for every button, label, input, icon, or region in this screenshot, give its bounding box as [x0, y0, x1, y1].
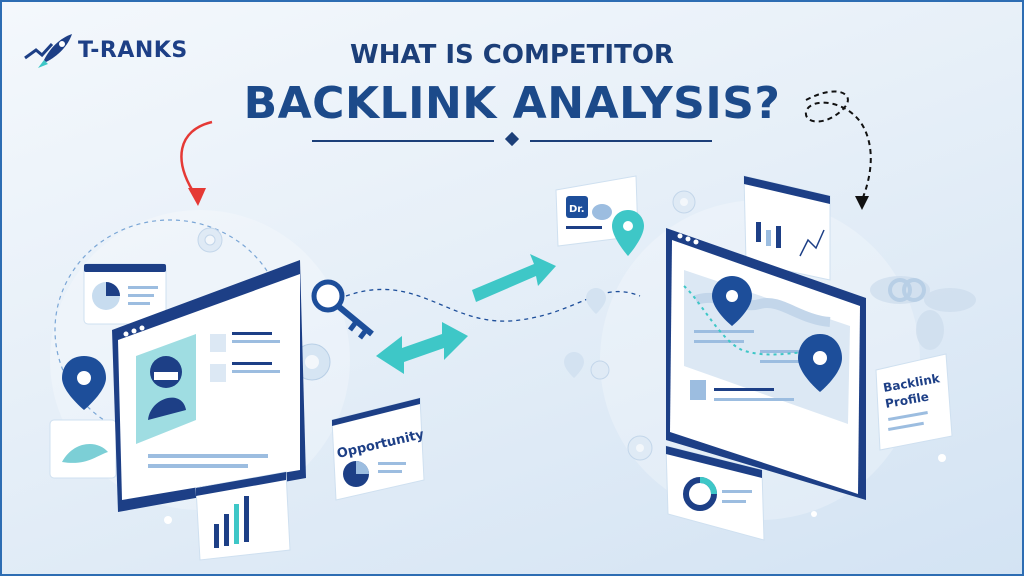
pie-chart-card — [83, 263, 167, 325]
backlink-profile-card: Backlink Profile — [875, 353, 953, 451]
brand-logo[interactable]: T-RANKS — [22, 30, 188, 70]
line-chart-card — [743, 175, 831, 281]
location-pin-icon — [62, 356, 106, 410]
arrow-right-icon — [472, 254, 556, 302]
gear-icon — [197, 227, 223, 253]
donut-chart-card — [665, 445, 765, 541]
title-divider-left — [312, 140, 494, 142]
key-icon — [311, 279, 374, 340]
location-pin-icon — [564, 352, 584, 378]
gear-icon — [672, 190, 696, 214]
badge-label: Dr. — [569, 204, 585, 215]
opportunity-card: Opportunity — [331, 397, 426, 501]
gear-icon — [627, 435, 653, 461]
brand-name: T-RANKS — [78, 37, 188, 63]
link-icon — [888, 278, 926, 302]
image-card — [49, 419, 117, 479]
page-subtitle: WHAT IS COMPETITOR — [350, 40, 674, 70]
title-divider-right — [530, 140, 712, 142]
dashed-loop-arrow-icon — [804, 90, 872, 210]
left-browser-window — [112, 260, 306, 512]
location-pin-icon — [612, 210, 644, 256]
red-arrow-icon — [180, 120, 213, 206]
location-pin-icon — [712, 276, 752, 326]
sparkle-icon — [164, 454, 946, 524]
bar-chart-card — [195, 471, 291, 561]
double-arrow-icon — [376, 322, 468, 374]
page-title: BACKLINK ANALYSIS? — [243, 78, 781, 129]
rocket-icon — [24, 34, 72, 68]
location-pin-icon — [586, 288, 606, 314]
world-map-decoration — [870, 276, 976, 350]
location-pin-icon — [798, 334, 842, 392]
gear-icon — [590, 360, 610, 380]
